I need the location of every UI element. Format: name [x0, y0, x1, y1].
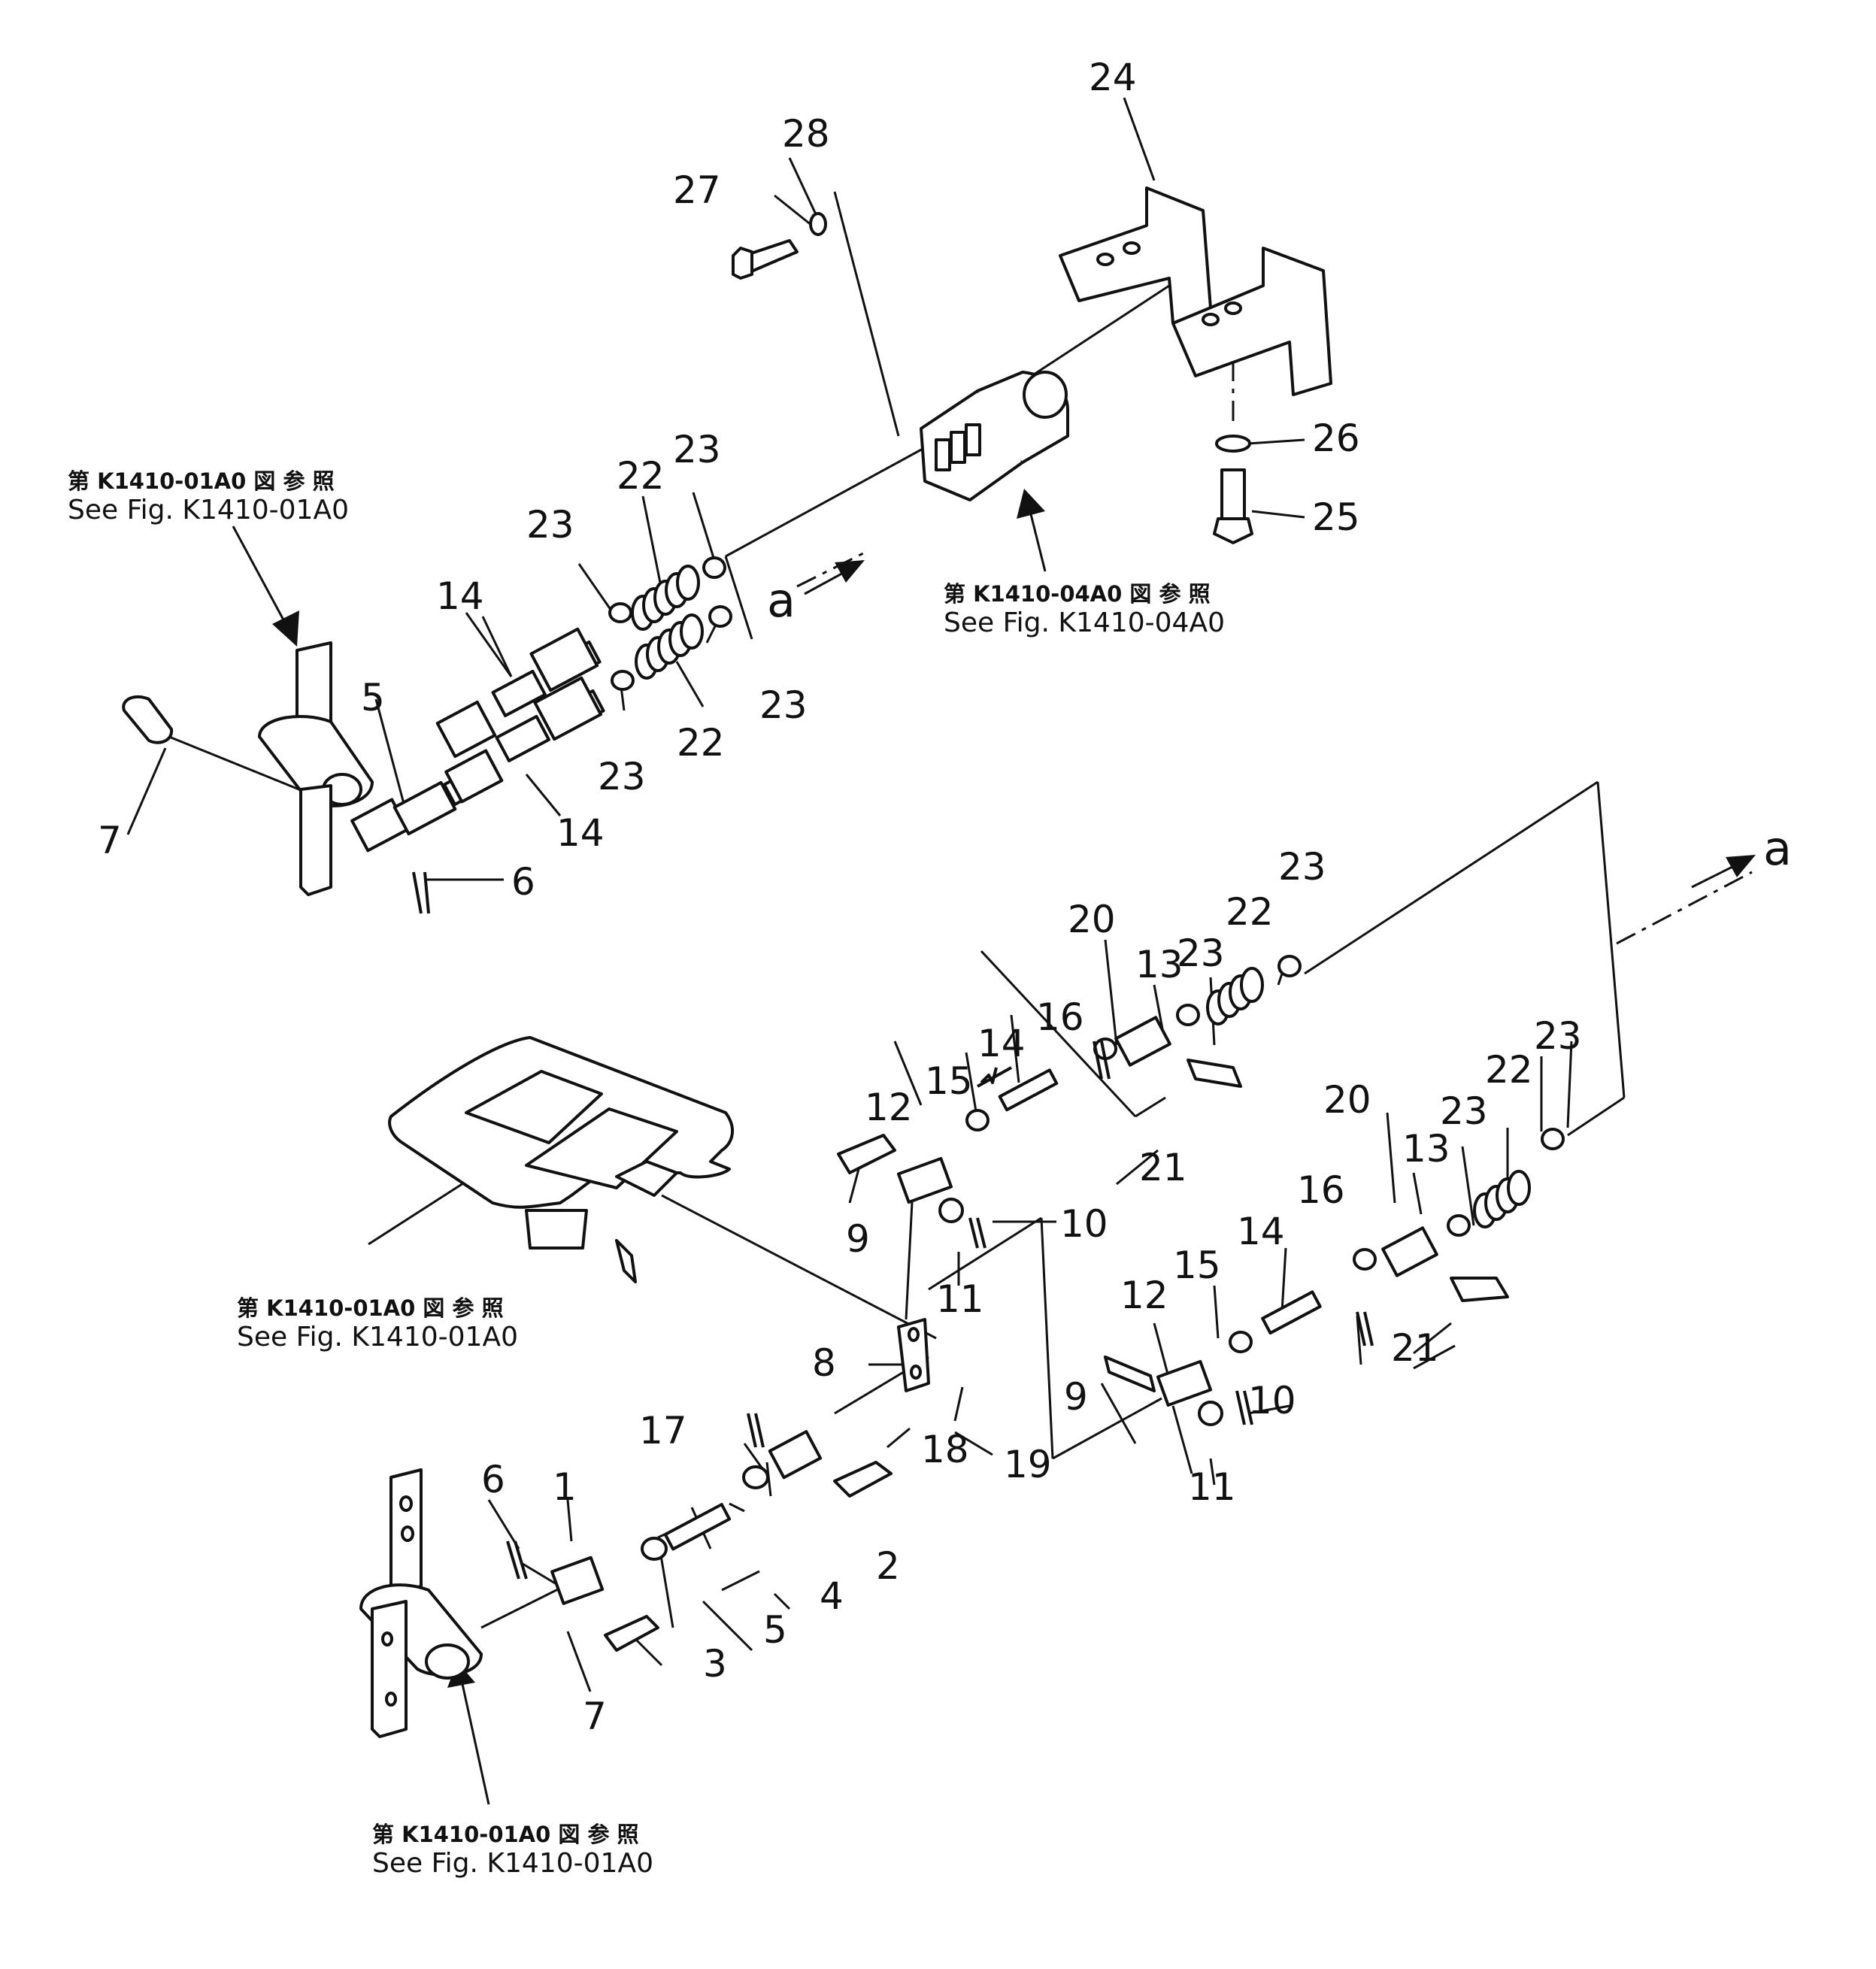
part-number-22c: 22 [1226, 890, 1274, 934]
reference-2-jp: 第 K1410-04A0 図 参 照 [944, 581, 1211, 607]
part-number-22b: 22 [677, 721, 725, 765]
lower-linkage [506, 955, 1565, 1652]
part-number-14c: 14 [977, 1022, 1026, 1065]
connection-mark-a-lower: a [1763, 821, 1792, 876]
part-number-26: 26 [1312, 417, 1360, 460]
part-number-25: 25 [1312, 495, 1360, 539]
part-number-23c: 23 [759, 683, 808, 727]
part-number-10a: 10 [1060, 1202, 1108, 1246]
console-plate [388, 1036, 734, 1283]
part-number-23f: 23 [1278, 845, 1326, 889]
part-number-17: 17 [639, 1409, 687, 1453]
part-number-11b: 11 [1188, 1465, 1236, 1509]
part-number-labels: 28 27 24 26 25 23 22 23 23 22 23 14 14 5… [98, 56, 1582, 1738]
part-number-16a: 16 [1036, 995, 1084, 1039]
part-number-14d: 14 [1237, 1210, 1285, 1253]
part-number-2: 2 [876, 1544, 900, 1588]
reference-2-en: See Fig. K1410-04A0 [944, 607, 1225, 638]
part-number-20a: 20 [1068, 898, 1116, 941]
part-number-8: 8 [812, 1341, 836, 1385]
part-number-10b: 10 [1248, 1379, 1296, 1422]
part-number-23h: 23 [1534, 1014, 1582, 1058]
bracket-24 [1059, 186, 1332, 544]
part-number-16b: 16 [1297, 1168, 1345, 1212]
part-number-9b: 9 [1064, 1375, 1088, 1419]
part-number-12a: 12 [865, 1086, 913, 1129]
part-number-24: 24 [1089, 56, 1137, 99]
part-number-15a: 15 [925, 1059, 973, 1103]
reference-1-en: See Fig. K1410-01A0 [68, 495, 349, 526]
part-number-5b: 5 [763, 1608, 787, 1652]
part-number-6a: 6 [511, 860, 535, 904]
part-number-5a: 5 [361, 676, 385, 719]
part-number-12b: 12 [1120, 1274, 1168, 1317]
part-number-21b: 21 [1391, 1326, 1439, 1370]
reference-4-jp: 第 K1410-01A0 図 参 照 [372, 1822, 639, 1847]
part-number-27: 27 [673, 168, 721, 212]
part-number-15b: 15 [1173, 1243, 1221, 1287]
part-number-22d: 22 [1485, 1048, 1533, 1092]
assembly-lines [168, 191, 1753, 1629]
part-number-23b: 23 [526, 503, 574, 547]
part-number-1: 1 [553, 1465, 577, 1509]
reference-3-en: See Fig. K1410-01A0 [237, 1322, 518, 1353]
part-number-23g: 23 [1440, 1089, 1488, 1133]
reference-1-jp: 第 K1410-01A0 図 参 照 [68, 468, 335, 494]
part-number-11a: 11 [936, 1277, 984, 1321]
part-number-22a: 22 [617, 454, 665, 498]
lower-left-lever-bracket [359, 1468, 483, 1738]
part-number-9a: 9 [846, 1217, 870, 1261]
part-number-7b: 7 [583, 1695, 607, 1738]
part-number-4: 4 [820, 1574, 844, 1618]
part-number-23e: 23 [1177, 931, 1225, 975]
reference-4-en: See Fig. K1410-01A0 [372, 1848, 653, 1879]
part-number-23d: 23 [598, 755, 646, 798]
reference-note-2: 第 K1410-04A0 図 参 照 See Fig. K1410-04A0 [944, 581, 1225, 638]
reference-note-1: 第 K1410-01A0 図 参 照 See Fig. K1410-01A0 [68, 468, 349, 526]
part-number-13a: 13 [1135, 943, 1183, 986]
part-number-14b: 14 [556, 811, 605, 855]
connection-mark-a-upper: a [767, 573, 796, 628]
valve-assembly [732, 212, 1069, 501]
upper-linkage [350, 556, 732, 914]
reference-3-jp: 第 K1410-01A0 図 参 照 [237, 1295, 504, 1321]
part-number-19: 19 [1004, 1443, 1052, 1486]
part-number-6b: 6 [481, 1458, 505, 1501]
leader-lines [126, 97, 1573, 1692]
upper-left-lever-bracket [122, 641, 374, 896]
part-number-7a: 7 [98, 819, 122, 862]
part-number-14a: 14 [436, 574, 484, 618]
part-number-23a: 23 [673, 428, 721, 471]
part-number-13b: 13 [1402, 1127, 1450, 1171]
reference-note-3: 第 K1410-01A0 図 参 照 See Fig. K1410-01A0 [237, 1295, 518, 1353]
part-number-18: 18 [921, 1428, 969, 1471]
reference-note-4: 第 K1410-01A0 図 参 照 See Fig. K1410-01A0 [372, 1822, 653, 1879]
part-number-21a: 21 [1139, 1146, 1187, 1189]
part-number-20b: 20 [1323, 1078, 1371, 1122]
part-number-28: 28 [782, 112, 830, 156]
part-number-3: 3 [703, 1642, 727, 1686]
